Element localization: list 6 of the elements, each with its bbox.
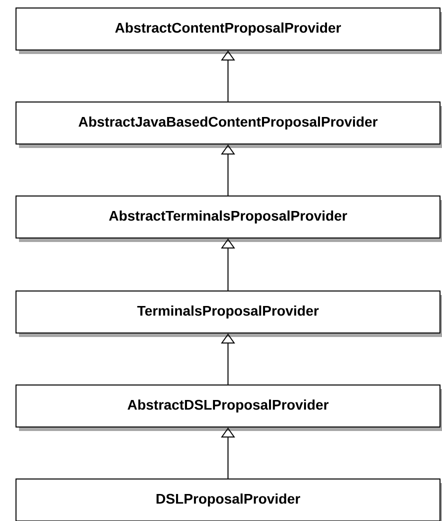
class-box: AbstractJavaBasedContentProposalProvider: [16, 102, 442, 148]
class-box: DSLProposalProvider: [16, 478, 442, 521]
class-box: AbstractTerminalsProposalProvider: [16, 196, 442, 242]
class-box: TerminalsProposalProvider: [16, 290, 442, 337]
class-box: AbstractContentProposalProvider: [16, 8, 442, 54]
class-box: AbstractDSLProposalProvider: [16, 384, 442, 431]
